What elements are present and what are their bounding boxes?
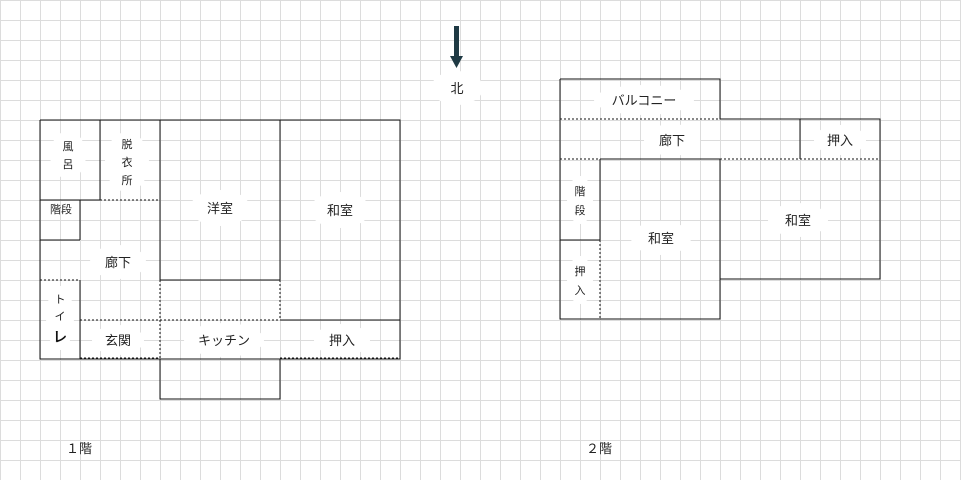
room-corridor-2f: 廊下: [644, 124, 700, 156]
room-closet-left-2f-label-2: 入: [575, 284, 586, 297]
floor-2-walls: [559, 78, 881, 320]
room-stairs-2f-label-1: 階: [575, 184, 586, 198]
room-dressing-label-1: 脱: [122, 137, 133, 151]
room-dressing-label-3: 所: [122, 174, 133, 187]
room-stairs-1f: 階段: [50, 202, 72, 216]
room-bath: 風 呂: [50, 131, 86, 179]
room-stairs-1f-label: 階段: [50, 202, 72, 216]
north-arrow-shaft: [454, 26, 459, 60]
room-bath-label-2: 呂: [63, 158, 74, 171]
room-corridor-1f: 廊下: [90, 245, 146, 279]
room-stairs-2f-label-2: 段: [575, 203, 586, 217]
room-dressing: 脱 衣 所: [105, 132, 149, 192]
room-balcony: バルコニー: [594, 85, 694, 115]
room-toilet-label-2: イ: [55, 310, 66, 323]
north-label: 北: [450, 82, 463, 97]
room-western: 洋室: [190, 190, 250, 226]
room-japanese-1f-label: 和室: [327, 203, 353, 219]
floor-2-caption: ２階: [586, 442, 612, 457]
room-japanese-right-2f-label: 和室: [785, 213, 811, 229]
room-closet-left-2f: 押 入: [567, 256, 593, 304]
room-closet-top-2f: 押入: [814, 125, 866, 155]
room-balcony-label: バルコニー: [612, 94, 677, 109]
room-kitchen: キッチン: [184, 323, 264, 357]
room-toilet-label-3: レ: [53, 330, 67, 346]
room-entrance-label: 玄関: [105, 334, 131, 349]
floor-1-plan: 風 呂 脱 衣 所 階段 廊下 ト イ レ 玄関 洋室: [39, 119, 401, 457]
floor-1-partitions: [40, 199, 400, 359]
floor-2-partitions: [560, 118, 880, 319]
room-japanese-left-2f: 和室: [631, 221, 691, 255]
room-dressing-label-2: 衣: [122, 155, 133, 169]
room-japanese-right-2f: 和室: [768, 203, 828, 237]
room-closet-1f-label: 押入: [329, 334, 355, 349]
room-japanese-left-2f-label: 和室: [648, 231, 674, 247]
room-closet-1f: 押入: [314, 324, 370, 356]
floor-1-caption: １階: [66, 442, 92, 457]
room-kitchen-label: キッチン: [198, 334, 250, 349]
room-bath-label-1: 風: [63, 140, 74, 153]
room-toilet: ト イ レ: [46, 286, 74, 350]
floor-2-plan: バルコニー 廊下 押入 階 段 押 入 和室 和室 ２階: [559, 78, 881, 457]
room-stairs-2f: 階 段: [567, 176, 593, 224]
room-closet-left-2f-label-1: 押: [575, 264, 586, 278]
north-arrow-head: [450, 56, 463, 68]
room-corridor-1f-label: 廊下: [105, 255, 131, 271]
room-entrance: 玄関: [92, 325, 144, 355]
room-closet-top-2f-label: 押入: [827, 134, 853, 149]
room-japanese-1f: 和室: [310, 192, 370, 228]
room-corridor-2f-label: 廊下: [659, 133, 685, 149]
room-western-label: 洋室: [207, 201, 233, 217]
north-indicator: 北: [431, 26, 483, 105]
room-toilet-label-1: ト: [55, 293, 66, 306]
north-label-bg: [431, 71, 483, 105]
